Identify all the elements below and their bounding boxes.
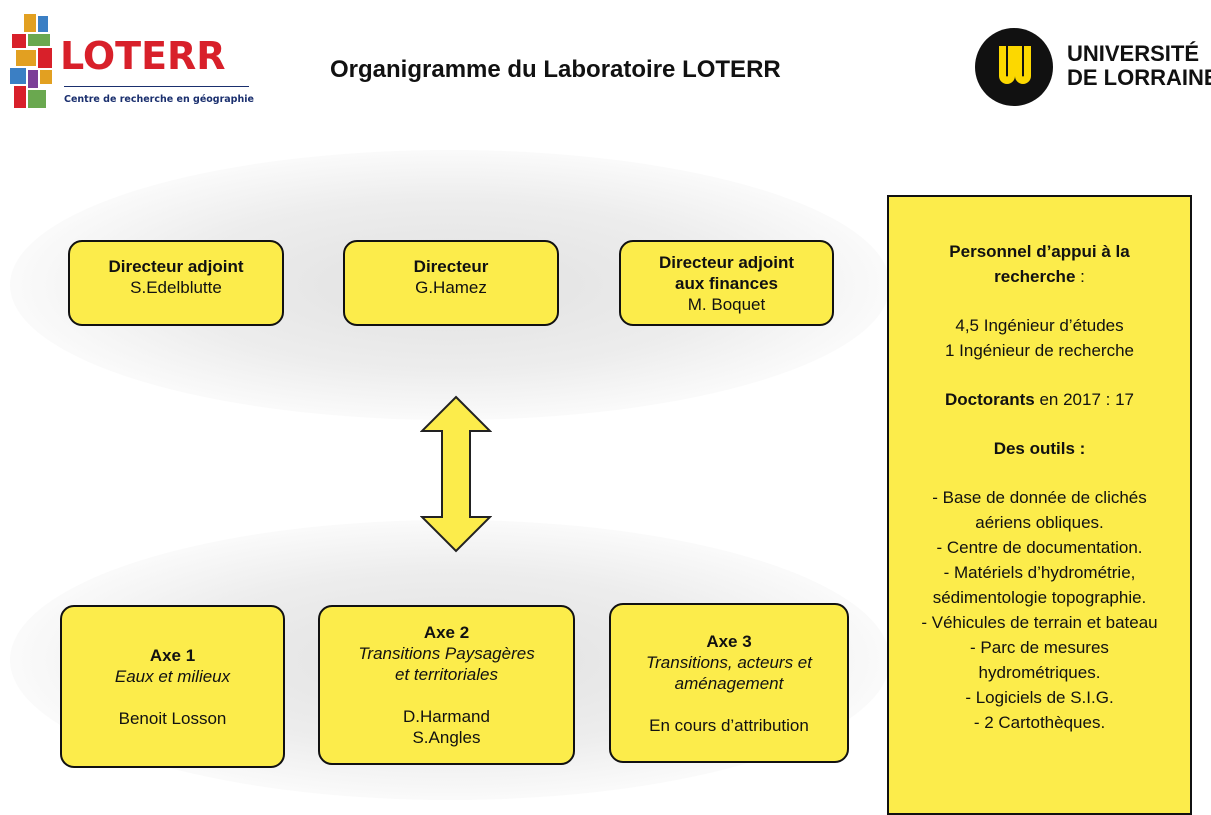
- double-arrow-icon: [420, 395, 492, 553]
- axis-2-subtitle-line2: et territoriales: [395, 665, 498, 684]
- page-title: Organigramme du Laboratoire LOTERR: [330, 56, 781, 83]
- finance-deputy-role-line2: aux finances: [675, 273, 778, 293]
- ul-circle-icon: [975, 28, 1053, 106]
- axis-1-person: Benoit Losson: [118, 708, 227, 728]
- support-heading-suffix: :: [1075, 267, 1085, 286]
- tool-line: - Véhicules de terrain et bateau: [921, 613, 1158, 632]
- tool-line: - 2 Cartothèques.: [973, 713, 1106, 732]
- tool-line: hydrométriques.: [978, 663, 1101, 682]
- support-heading-line1: Personnel d’appui à la: [949, 242, 1130, 261]
- axis-2-person-1: D.Harmand: [403, 707, 490, 726]
- tool-line: - Matériels d’hydrométrie,: [943, 563, 1136, 582]
- ul-line1: UNIVERSITÉ: [1067, 41, 1200, 66]
- ul-line2: DE LORRAINE: [1067, 65, 1211, 90]
- support-heading: Personnel d’appui à la recherche :: [889, 239, 1190, 289]
- tools-heading: Des outils :: [993, 439, 1086, 458]
- axis-2-title: Axe 2: [423, 623, 470, 642]
- tool-line: sédimentologie topographie.: [932, 588, 1147, 607]
- director-box: Directeur G.Hamez: [343, 240, 559, 326]
- loterr-underline: [64, 86, 249, 87]
- tool-line: - Parc de mesures: [970, 638, 1109, 657]
- loterr-wordmark: LOTERR: [60, 34, 226, 78]
- axis-1-box: Axe 1 Eaux et milieux Benoit Losson: [60, 605, 285, 768]
- axis-3-status: En cours d’attribution: [649, 715, 809, 735]
- tool-line: - Centre de documentation.: [936, 538, 1143, 557]
- axis-3-box: Axe 3 Transitions, acteurs et aménagemen…: [609, 603, 849, 763]
- axis-3-subtitle-line2: aménagement: [674, 673, 784, 693]
- axis-3-subtitle-line1: Transitions, acteurs et: [646, 652, 812, 672]
- director-role: Directeur: [413, 257, 489, 276]
- doctorants-line: Doctorants en 2017 : 17: [889, 387, 1190, 412]
- finance-deputy-name: M. Boquet: [687, 294, 766, 314]
- tool-line: - Base de donnée de clichés: [932, 488, 1147, 507]
- support-panel: Personnel d’appui à la recherche : 4,5 I…: [887, 195, 1192, 815]
- support-heading-line2: recherche: [994, 267, 1076, 286]
- loterr-mosaic-icon: [10, 14, 52, 108]
- doctorants-label: Doctorants: [945, 390, 1035, 409]
- axis-2-person-2: S.Angles: [412, 728, 481, 747]
- director-name: G.Hamez: [415, 278, 487, 297]
- axis-1-subtitle: Eaux et milieux: [114, 666, 231, 686]
- universite-lorraine-logo: UNIVERSITÉ DE LORRAINE: [975, 28, 1211, 108]
- tool-line: aériens obliques.: [975, 513, 1104, 532]
- loterr-tagline: Centre de recherche en géographie: [64, 94, 254, 105]
- finance-deputy-director-box: Directeur adjoint aux finances M. Boquet: [619, 240, 834, 326]
- ul-wordmark: UNIVERSITÉ DE LORRAINE: [1067, 42, 1211, 90]
- axis-2-box: Axe 2 Transitions Paysagères et territor…: [318, 605, 575, 765]
- staff-line-2: 1 Ingénieur de recherche: [944, 341, 1135, 360]
- finance-deputy-role-line1: Directeur adjoint: [658, 252, 795, 272]
- axis-1-title: Axe 1: [149, 645, 196, 665]
- loterr-logo: LOTERR Centre de recherche en géographie: [10, 14, 260, 114]
- doctorants-count: en 2017 : 17: [1034, 390, 1134, 409]
- deputy-director-role: Directeur adjoint: [108, 257, 244, 276]
- deputy-director-box: Directeur adjoint S.Edelblutte: [68, 240, 284, 326]
- staff-line-1: 4,5 Ingénieur d’études: [955, 316, 1124, 335]
- deputy-director-name: S.Edelblutte: [130, 278, 222, 297]
- tool-line: - Logiciels de S.I.G.: [965, 688, 1114, 707]
- axis-3-title: Axe 3: [706, 631, 752, 651]
- axis-2-subtitle-line1: Transitions Paysagères: [358, 644, 535, 663]
